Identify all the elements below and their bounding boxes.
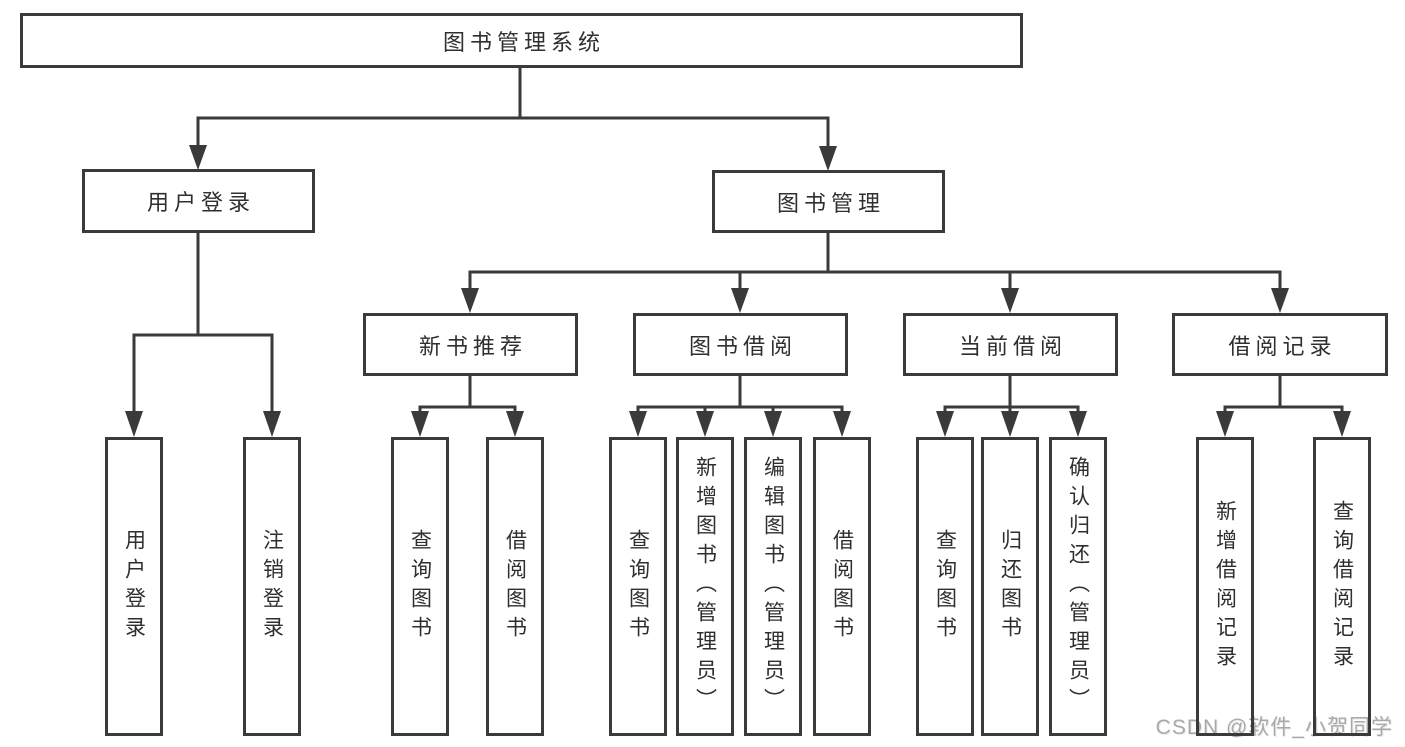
leaf-edit-book-admin-label: 编辑图书（管理员） xyxy=(761,456,785,717)
node-book-management: 图书管理 xyxy=(712,170,945,233)
leaf-query-books-recommendation: 查询图书 xyxy=(391,437,449,736)
leaf-confirm-return-admin-label: 确认归还（管理员） xyxy=(1066,456,1090,717)
node-root: 图书管理系统 xyxy=(20,13,1023,68)
node-current-borrowing: 当前借阅 xyxy=(903,313,1118,376)
node-current-borrowing-label: 当前借阅 xyxy=(958,333,1067,359)
leaf-borrow-books-borrowing: 借阅图书 xyxy=(813,437,871,736)
leaf-add-book-admin: 新增图书（管理员） xyxy=(676,437,734,736)
arrowhead-icon xyxy=(936,411,954,437)
node-book-management-label: 图书管理 xyxy=(776,190,885,216)
leaf-borrow-books-recommendation: 借阅图书 xyxy=(486,437,544,736)
arrowhead-icon xyxy=(189,145,207,170)
arrowhead-icon xyxy=(125,411,143,437)
leaf-return-book: 归还图书 xyxy=(981,437,1039,736)
leaf-borrow-books-borrowing-label: 借阅图书 xyxy=(830,528,854,645)
node-user-login: 用户登录 xyxy=(82,169,315,233)
leaf-add-borrow-record: 新增借阅记录 xyxy=(1196,437,1254,736)
leaf-confirm-return-admin: 确认归还（管理员） xyxy=(1049,437,1107,736)
arrowhead-icon xyxy=(506,411,524,437)
watermark: CSDN @软件_小贺同学 xyxy=(1155,716,1393,739)
leaf-query-borrow-record: 查询借阅记录 xyxy=(1313,437,1371,736)
arrowhead-icon xyxy=(731,288,749,313)
arrowhead-icon xyxy=(1001,411,1019,437)
leaf-query-books-borrowing-label: 查询图书 xyxy=(626,528,650,645)
leaf-query-borrow-record-label: 查询借阅记录 xyxy=(1330,499,1354,674)
leaf-edit-book-admin: 编辑图书（管理员） xyxy=(744,437,802,736)
node-book-borrowing-label: 图书借阅 xyxy=(688,333,797,359)
node-user-login-label: 用户登录 xyxy=(146,190,255,215)
node-new-book-recommendation: 新书推荐 xyxy=(363,313,578,376)
arrowhead-icon xyxy=(461,288,479,313)
node-borrowing-records: 借阅记录 xyxy=(1172,313,1388,376)
arrowheads xyxy=(125,145,1351,437)
arrowhead-icon xyxy=(629,411,647,437)
leaf-query-books-borrowing: 查询图书 xyxy=(609,437,667,736)
connector-path xyxy=(132,66,1344,416)
connector-lines xyxy=(132,66,1344,416)
arrowhead-icon xyxy=(1069,411,1087,437)
node-new-book-recommendation-label: 新书推荐 xyxy=(418,333,527,359)
leaf-logout: 注销登录 xyxy=(243,437,301,736)
leaf-add-borrow-record-label: 新增借阅记录 xyxy=(1213,499,1237,674)
leaf-user-login: 用户登录 xyxy=(105,437,163,736)
leaf-logout-label: 注销登录 xyxy=(260,528,284,645)
leaf-return-book-label: 归还图书 xyxy=(998,528,1022,645)
leaf-user-login-label: 用户登录 xyxy=(122,528,146,645)
leaf-add-book-admin-label: 新增图书（管理员） xyxy=(693,456,717,717)
leaf-query-books-recommendation-label: 查询图书 xyxy=(408,528,432,645)
arrowhead-icon xyxy=(1271,288,1289,313)
arrowhead-icon xyxy=(833,411,851,437)
leaf-query-books-current-label: 查询图书 xyxy=(933,528,957,645)
leaf-borrow-books-recommendation-label: 借阅图书 xyxy=(503,528,527,645)
arrowhead-icon xyxy=(1216,411,1234,437)
arrowhead-icon xyxy=(1333,411,1351,437)
node-book-borrowing: 图书借阅 xyxy=(633,313,848,376)
node-root-label: 图书管理系统 xyxy=(442,29,605,55)
leaf-query-books-current: 查询图书 xyxy=(916,437,974,736)
arrowhead-icon xyxy=(263,411,281,437)
arrowhead-icon xyxy=(764,411,782,437)
arrowhead-icon xyxy=(819,146,837,171)
arrowhead-icon xyxy=(1001,288,1019,313)
node-borrowing-records-label: 借阅记录 xyxy=(1228,333,1337,359)
arrowhead-icon xyxy=(411,411,429,437)
arrowhead-icon xyxy=(696,411,714,437)
